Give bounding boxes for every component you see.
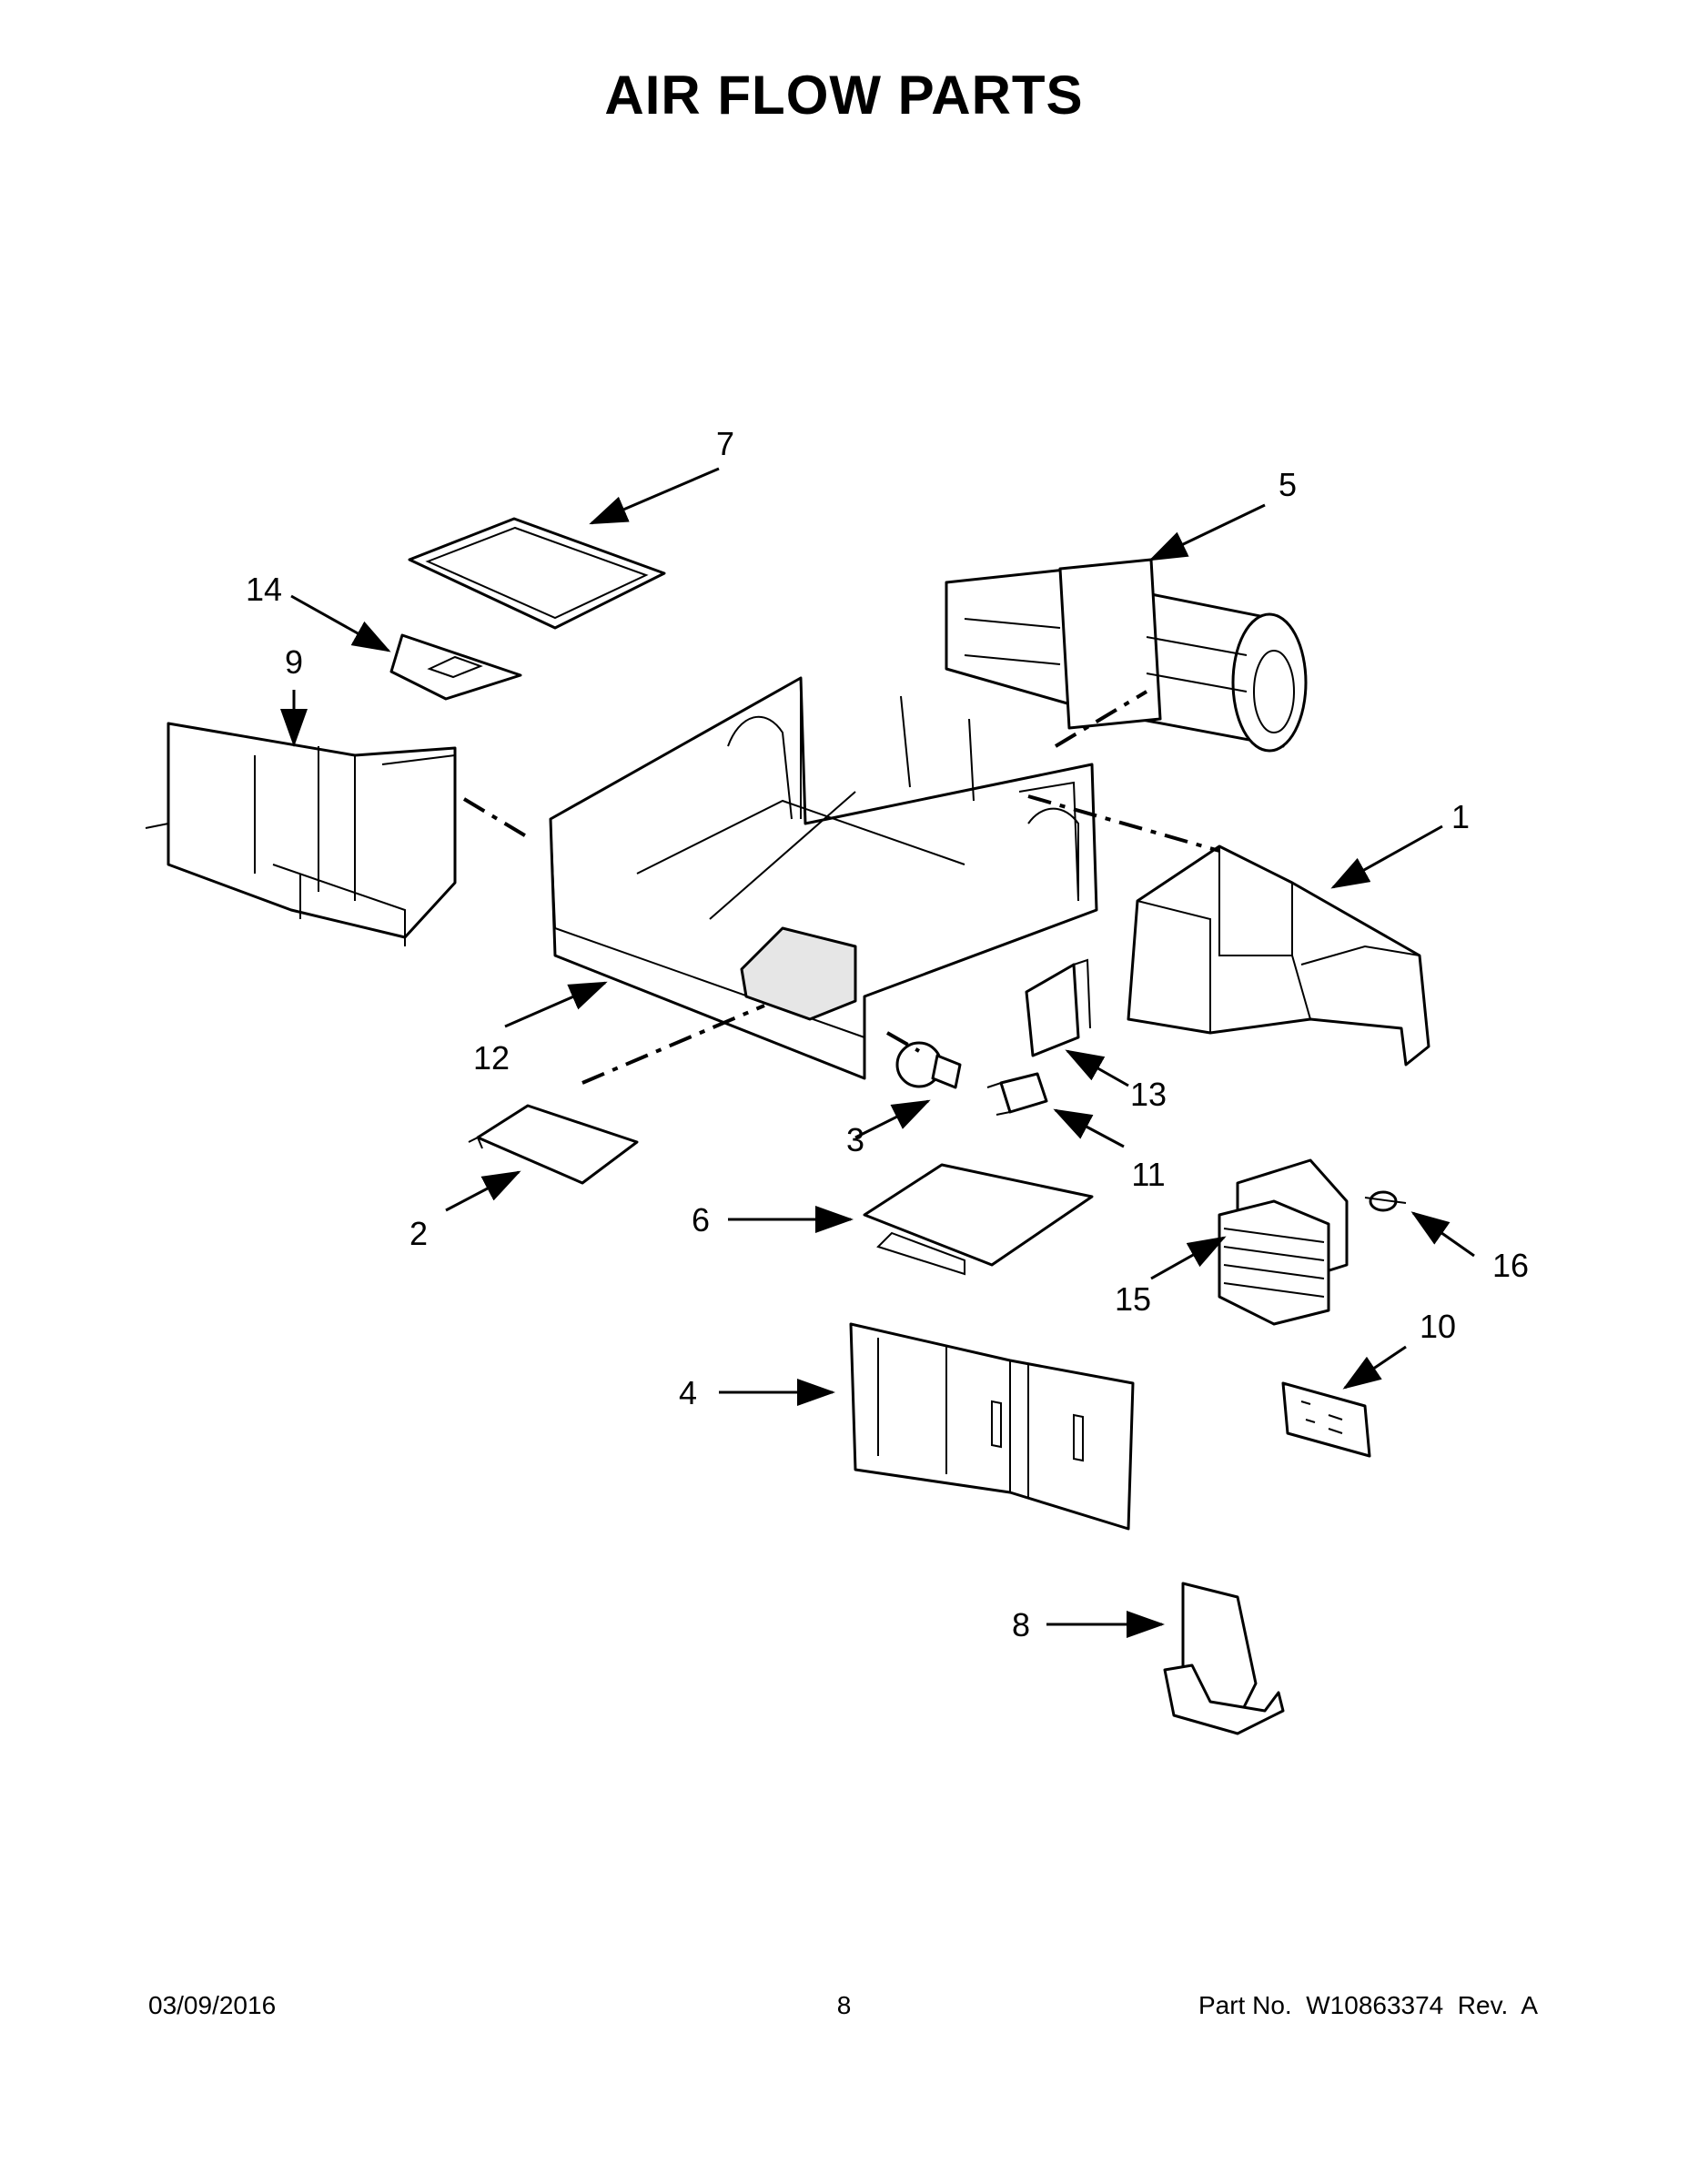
assembly-lines <box>462 690 1220 1085</box>
part-6-plate <box>863 1163 1094 1276</box>
callout-6: 6 <box>692 1201 710 1239</box>
part-12-base-housing <box>549 676 1098 1080</box>
part-8-air-duct <box>1163 1582 1285 1735</box>
part-13-bracket <box>1025 958 1091 1057</box>
callout-14: 14 <box>246 571 282 608</box>
part-2-cover <box>468 1104 639 1185</box>
part-11-lamp-socket <box>986 1072 1048 1116</box>
footer-part-number: Part No. W10863374 Rev. A <box>1198 1991 1538 2019</box>
part-1-air-guide <box>1127 844 1430 1067</box>
callout-2: 2 <box>409 1215 428 1252</box>
callout-13: 13 <box>1130 1076 1167 1113</box>
leader-arrows <box>280 467 1475 1638</box>
part-9-air-duct <box>145 722 457 946</box>
callout-15: 15 <box>1115 1280 1151 1318</box>
part-5-blower-motor <box>945 558 1308 753</box>
callout-12: 12 <box>473 1039 510 1077</box>
callout-4: 4 <box>679 1374 697 1411</box>
part-16-thermal-cutout <box>1364 1190 1407 1212</box>
callout-7: 7 <box>716 425 734 462</box>
footer-date: 03/09/2016 <box>148 1991 277 2019</box>
part-14-cover-plate <box>389 633 522 701</box>
callout-labels: 7 5 14 9 1 12 13 3 11 2 6 15 16 10 4 8 <box>246 425 1529 1643</box>
callout-3: 3 <box>846 1121 864 1158</box>
callout-9: 9 <box>285 643 303 681</box>
page-title: AIR FLOW PARTS <box>604 65 1084 126</box>
callout-1: 1 <box>1451 798 1470 835</box>
callout-5: 5 <box>1279 466 1297 503</box>
part-10-label <box>1281 1381 1371 1458</box>
footer-page-number: 8 <box>836 1991 852 2019</box>
part-7-charcoal-filter <box>408 517 666 630</box>
part-15-transformer <box>1218 1158 1349 1326</box>
part-4-back-panel <box>849 1322 1135 1531</box>
callout-16: 16 <box>1492 1247 1529 1284</box>
part-3-lamp-bulb <box>895 1041 962 1089</box>
callout-8: 8 <box>1012 1606 1030 1643</box>
callout-11: 11 <box>1131 1156 1165 1193</box>
callout-10: 10 <box>1420 1308 1456 1345</box>
